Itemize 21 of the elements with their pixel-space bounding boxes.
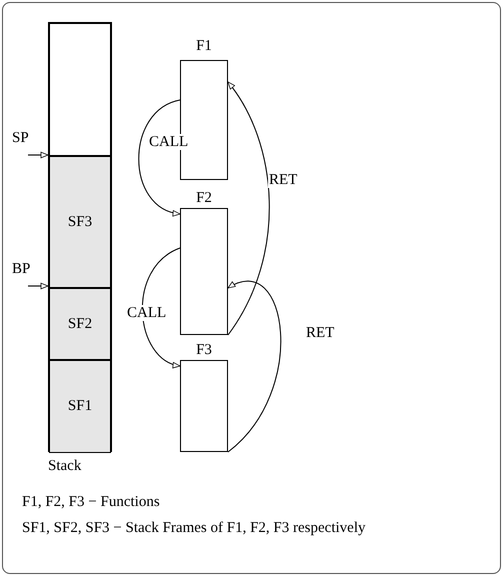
stack-frame-cell: SF3 — [49, 156, 111, 288]
pointer-arrow — [28, 152, 48, 158]
arrow — [142, 248, 180, 368]
stack-cell — [49, 23, 111, 156]
stack-frame-cell: SF2 — [49, 288, 111, 360]
edge-label: CALL — [126, 305, 168, 321]
function-title: F3 — [195, 342, 213, 359]
pointer-label: SP — [12, 130, 29, 147]
function-title: F1 — [195, 38, 213, 55]
arrow — [138, 100, 180, 216]
note-text: SF1, SF2, SF3 − Stack Frames of F1, F2, F3 respectively — [22, 520, 366, 537]
note-text: F1, F2, F3 − Functions — [22, 494, 160, 511]
stack-frame-cell: SF1 — [49, 360, 111, 453]
function-title: F2 — [195, 190, 213, 207]
edge-label: RET — [268, 172, 298, 188]
arrow — [228, 82, 270, 336]
pointer-label: BP — [12, 261, 30, 278]
edge-label: CALL — [148, 134, 190, 150]
pointer-arrow — [28, 282, 48, 290]
stack-caption: Stack — [48, 458, 82, 475]
arrow — [228, 281, 281, 452]
